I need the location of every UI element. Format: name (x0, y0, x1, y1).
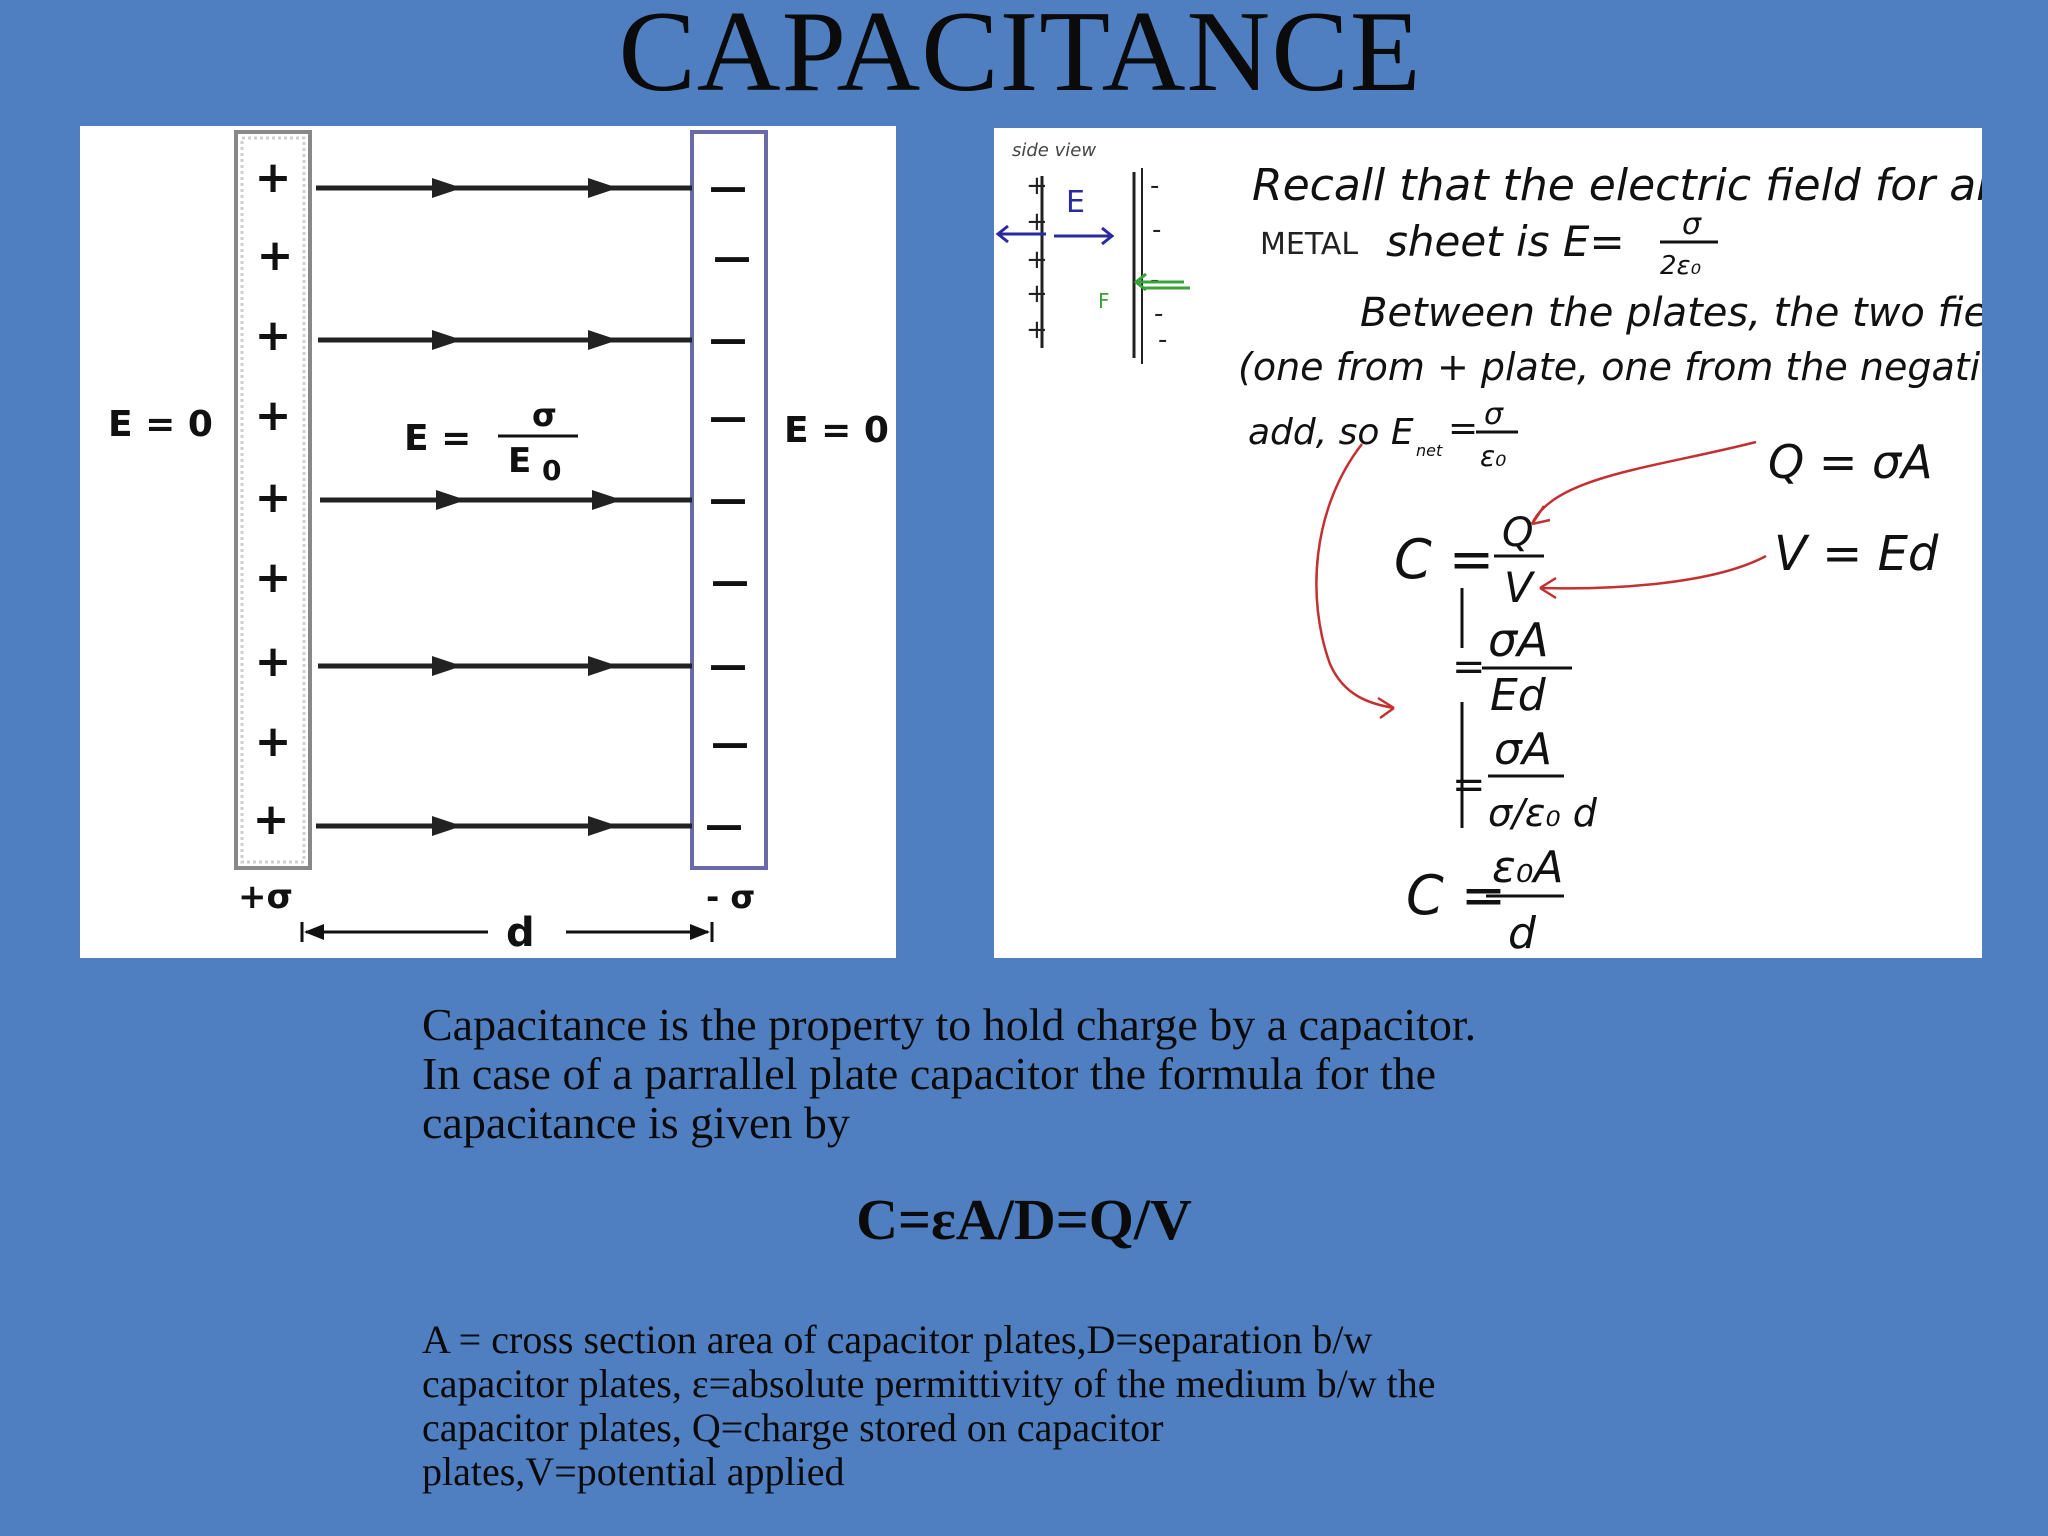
plus-sign: + (253, 794, 290, 845)
plus-charges: + + + + + + + + + (253, 152, 294, 845)
negative-charge-density: - σ (706, 878, 755, 916)
definition-line-2: capacitor plates, ε=absolute permittivit… (422, 1361, 1436, 1406)
side-view-sketch (1040, 168, 1143, 364)
plus-sign: + (255, 716, 292, 767)
minus-charges: — — — — — — — — — (705, 165, 751, 847)
minus-sign: — (709, 165, 747, 209)
eq-sign-2: = (1452, 762, 1486, 808)
description-line-1: Capacitance is the property to hold char… (422, 999, 1477, 1050)
minus-sign: — (709, 477, 747, 521)
field-equation: E = σ E 0 (404, 396, 578, 487)
variable-definitions: A = cross section area of capacitor plat… (422, 1318, 1722, 1494)
svg-text:-: - (1150, 171, 1159, 201)
svg-text:+: + (1026, 171, 1048, 201)
minus-sign: — (713, 235, 751, 279)
svg-text:+: + (1026, 245, 1048, 275)
recall-line-2: sheet is E= (1386, 217, 1625, 266)
svg-text:-: - (1152, 215, 1161, 245)
between-den: ε₀ (1480, 440, 1506, 473)
svg-text:+: + (1026, 315, 1048, 345)
field-arrowheads (432, 178, 622, 836)
svg-text:E =: E = (404, 418, 471, 459)
between-line-3: add, so E (1248, 412, 1414, 453)
between-eq: = (1448, 408, 1478, 449)
final-denominator: d (1508, 908, 1537, 958)
step2-numerator: σA (1494, 724, 1552, 775)
side-view-f-label: F (1098, 289, 1110, 313)
plus-sign: + (255, 390, 292, 441)
plus-sign: + (257, 230, 294, 281)
minus-sign: — (705, 803, 743, 847)
svg-text:σ: σ (532, 396, 557, 434)
recall-num: σ (1682, 207, 1702, 242)
q-numerator: Q (1502, 510, 1533, 556)
step1-numerator: σA (1488, 613, 1549, 667)
negative-plate (690, 130, 768, 870)
plus-sign: + (255, 472, 292, 523)
derivation-notes: side view +++ ++ --- -- E F Recall that … (994, 128, 1982, 958)
charge-relation: Q = σA (1768, 435, 1933, 489)
plus-sign: + (255, 310, 292, 361)
capacitor-diagram: + + + + + + + + + — — — — — — — — — E = … (80, 126, 896, 958)
svg-text:E: E (508, 441, 531, 481)
plus-sign: + (255, 636, 292, 687)
derivation-svg: side view +++ ++ --- -- E F Recall that … (995, 140, 1982, 958)
field-lines (316, 185, 692, 829)
v-denominator: V (1504, 563, 1536, 612)
side-view-field-arrows (995, 224, 1190, 292)
right-field-label: E = 0 (784, 410, 889, 451)
step2-denominator: σ/ε₀ d (1488, 791, 1598, 835)
separation-label: d (506, 910, 535, 956)
definition-line-4: plates,V=potential applied (422, 1449, 845, 1494)
between-num: σ (1484, 397, 1504, 432)
recall-line-1: Recall that the electric field for an (1252, 160, 1982, 211)
definition-line-1: A = cross section area of capacitor plat… (422, 1317, 1373, 1362)
positive-plate (234, 130, 312, 870)
between-line-1: Between the plates, the two fields (1360, 290, 1982, 336)
side-view-charges: +++ ++ --- -- (1026, 171, 1167, 355)
description-line-3: capacitance is given by (422, 1097, 850, 1148)
voltage-relation: V = Ed (1774, 526, 1939, 582)
left-field-label: E = 0 (108, 404, 213, 445)
svg-text:0: 0 (542, 454, 561, 487)
minus-sign: — (711, 721, 749, 765)
recall-metal: METAL (1260, 227, 1358, 262)
between-line-2: (one from + plate, one from the negative… (1238, 345, 1982, 389)
minus-sign: — (709, 317, 747, 361)
svg-text:+: + (1026, 207, 1048, 237)
side-view-e-label: E (1066, 185, 1085, 220)
slide-title: CAPACITANCE (618, 0, 1422, 116)
definition-line-3: capacitor plates, Q=charge stored on cap… (422, 1405, 1164, 1450)
positive-charge-density: +σ (238, 877, 293, 917)
between-sub: net (1416, 441, 1443, 460)
substitution-arrows (1315, 440, 1767, 720)
eq-sign-1: = (1452, 644, 1486, 690)
separation-dimension (300, 922, 714, 942)
minus-sign: — (709, 395, 747, 439)
minus-sign: — (709, 643, 747, 687)
side-view-label: side view (1012, 140, 1096, 161)
minus-sign: — (711, 559, 749, 603)
svg-text:+: + (1026, 279, 1048, 309)
capacitance-formula: C=εA/D=Q/V (856, 1187, 1192, 1252)
description-line-2: In case of a parrallel plate capacitor t… (422, 1048, 1437, 1099)
plus-sign: + (255, 152, 292, 203)
description: Capacitance is the property to hold char… (422, 1000, 1622, 1147)
recall-den: 2ε₀ (1660, 251, 1702, 281)
plus-sign: + (255, 552, 292, 603)
final-numerator: ε₀A (1492, 842, 1564, 893)
svg-text:-: - (1158, 325, 1167, 355)
step1-denominator: Ed (1490, 670, 1547, 721)
svg-text:-: - (1154, 299, 1163, 329)
capacitance-label: C = (1394, 528, 1494, 591)
svg-text:-: - (1150, 265, 1159, 295)
capacitor-svg: + + + + + + + + + — — — — — — — — — E = … (108, 130, 889, 956)
